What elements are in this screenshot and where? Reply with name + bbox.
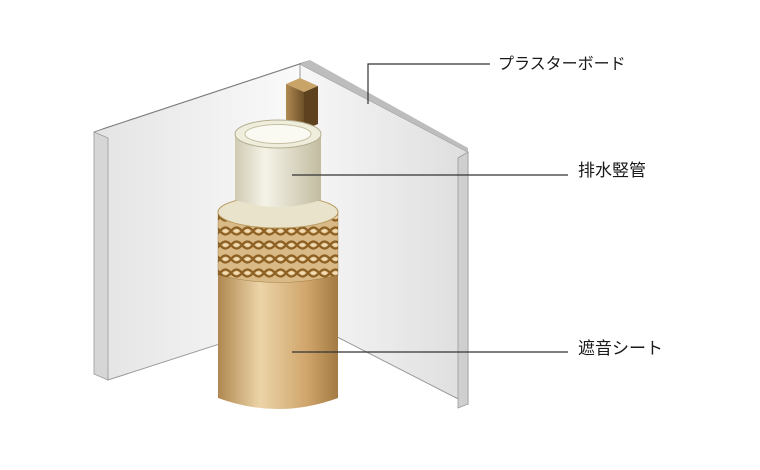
drain-pipe (234, 119, 322, 207)
right-wall (299, 60, 469, 409)
drain-stack-label: 排水竪管 (578, 161, 646, 181)
leader-lines (292, 63, 568, 353)
corner-stud (286, 78, 318, 130)
sound-insulation-sheet (217, 195, 339, 409)
sound-sheet-label: 遮音シート (578, 339, 663, 359)
plaster-board-label: プラスターボード (498, 54, 626, 73)
leader-plaster-board (367, 63, 490, 104)
